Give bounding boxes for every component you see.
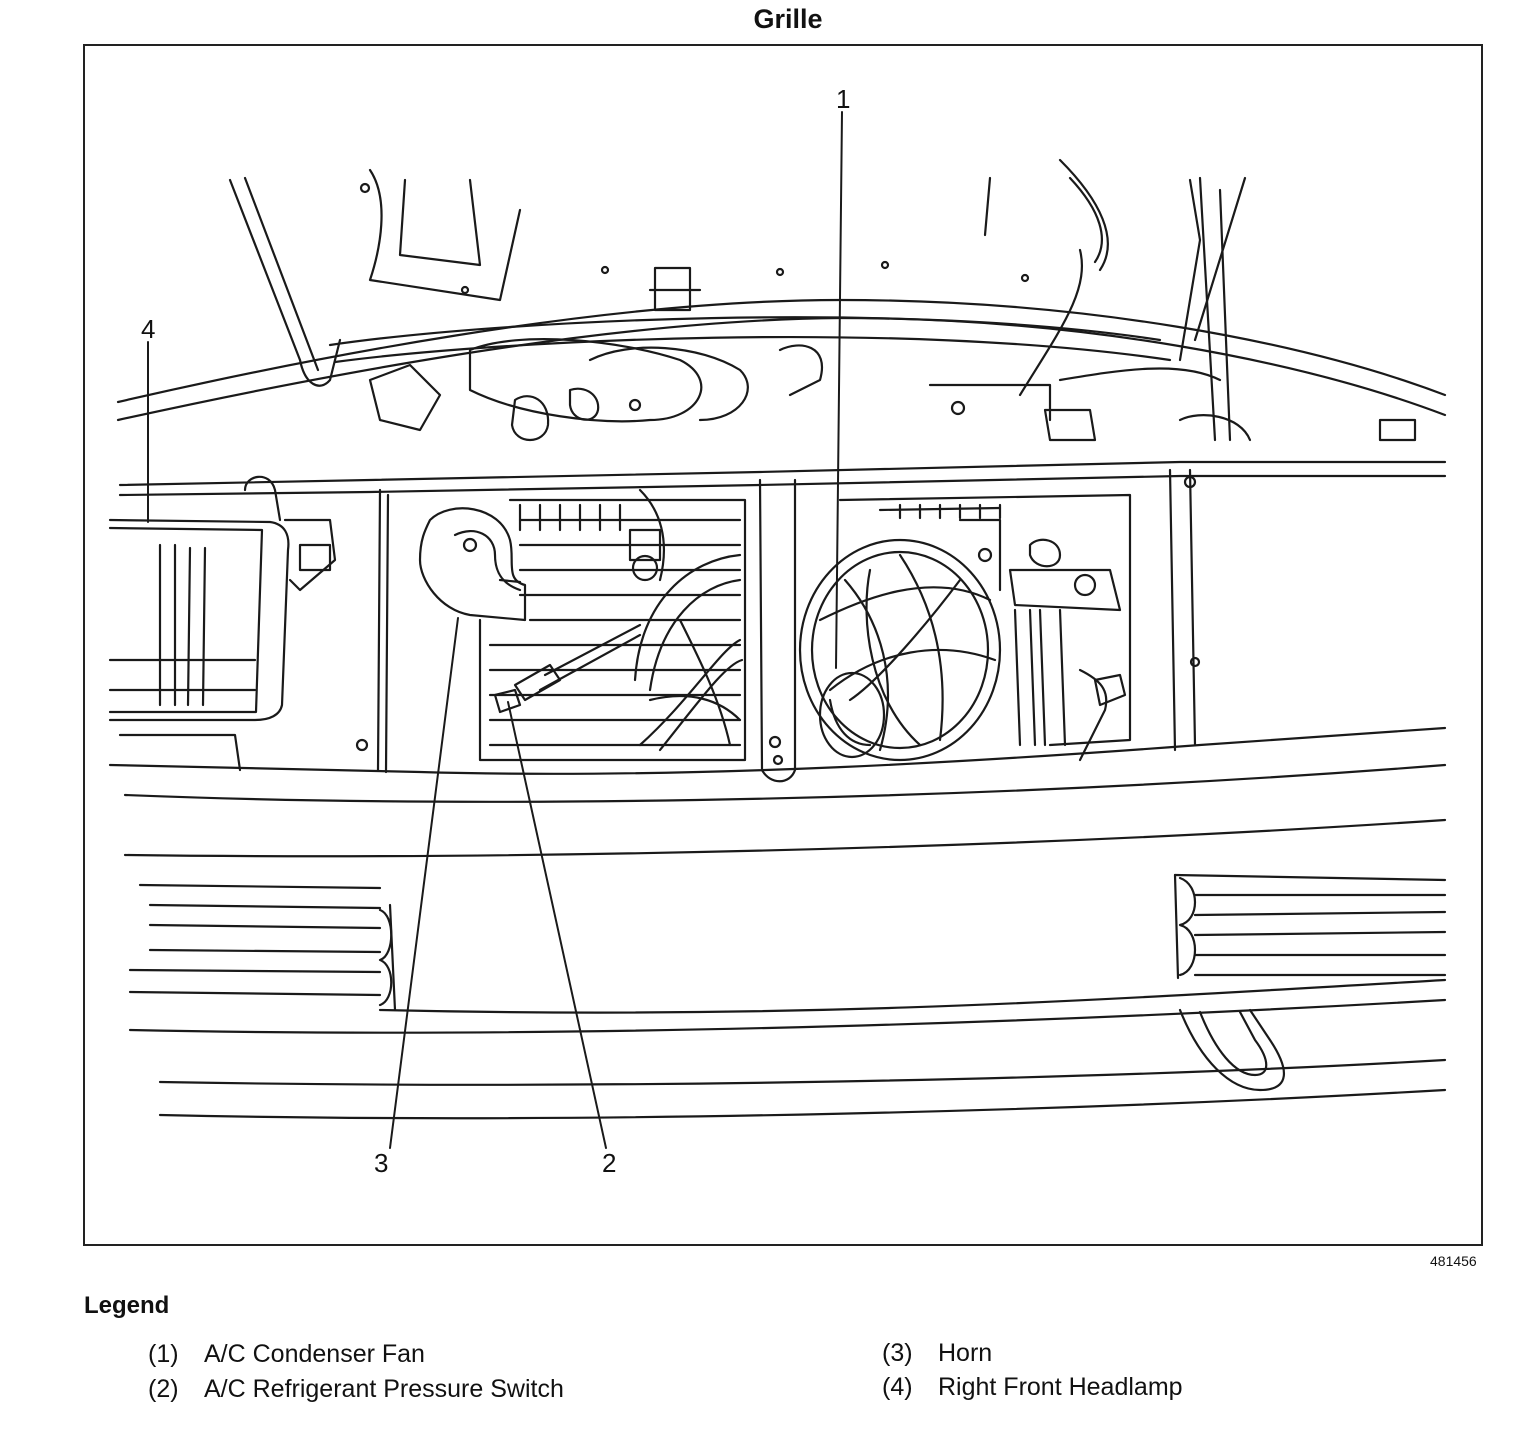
radiator-support [118,460,1447,783]
leader-lines [147,111,843,1149]
legend-item-text: A/C Condenser Fan [204,1340,425,1368]
figure-number: 481456 [1430,1253,1477,1269]
callout-2: 2 [602,1148,617,1178]
legend-item-number: (2) [148,1375,179,1403]
legend-item-text: A/C Refrigerant Pressure Switch [204,1375,564,1403]
legend-item: (2) A/C Refrigerant Pressure Switch [148,1375,564,1404]
callout-1: 1 [836,84,851,114]
grille-bars [108,726,1447,1120]
legend-item-number: (4) [882,1373,913,1401]
condenser-core [478,493,1132,762]
legend-item: (1) A/C Condenser Fan [148,1340,425,1369]
legend-item-text: Horn [938,1339,993,1367]
callout-3: 3 [374,1148,389,1178]
legend-heading: Legend [84,1292,170,1319]
diagram-title: Grille [753,4,823,34]
legend-item-text: Right Front Headlamp [938,1373,1183,1401]
headlamp [108,475,337,772]
hood-outline [116,158,1447,489]
horn [418,507,527,622]
legend-item-number: (3) [882,1339,913,1367]
legend-item: (4) Right Front Headlamp [882,1373,1183,1402]
illustration-frame [83,44,1483,1246]
refrigerant-pressure-switch [493,488,1127,762]
legend-item-number: (1) [148,1340,179,1368]
condenser-fan [633,538,1002,762]
callout-4: 4 [141,314,156,344]
legend-item: (3) Horn [882,1339,992,1368]
